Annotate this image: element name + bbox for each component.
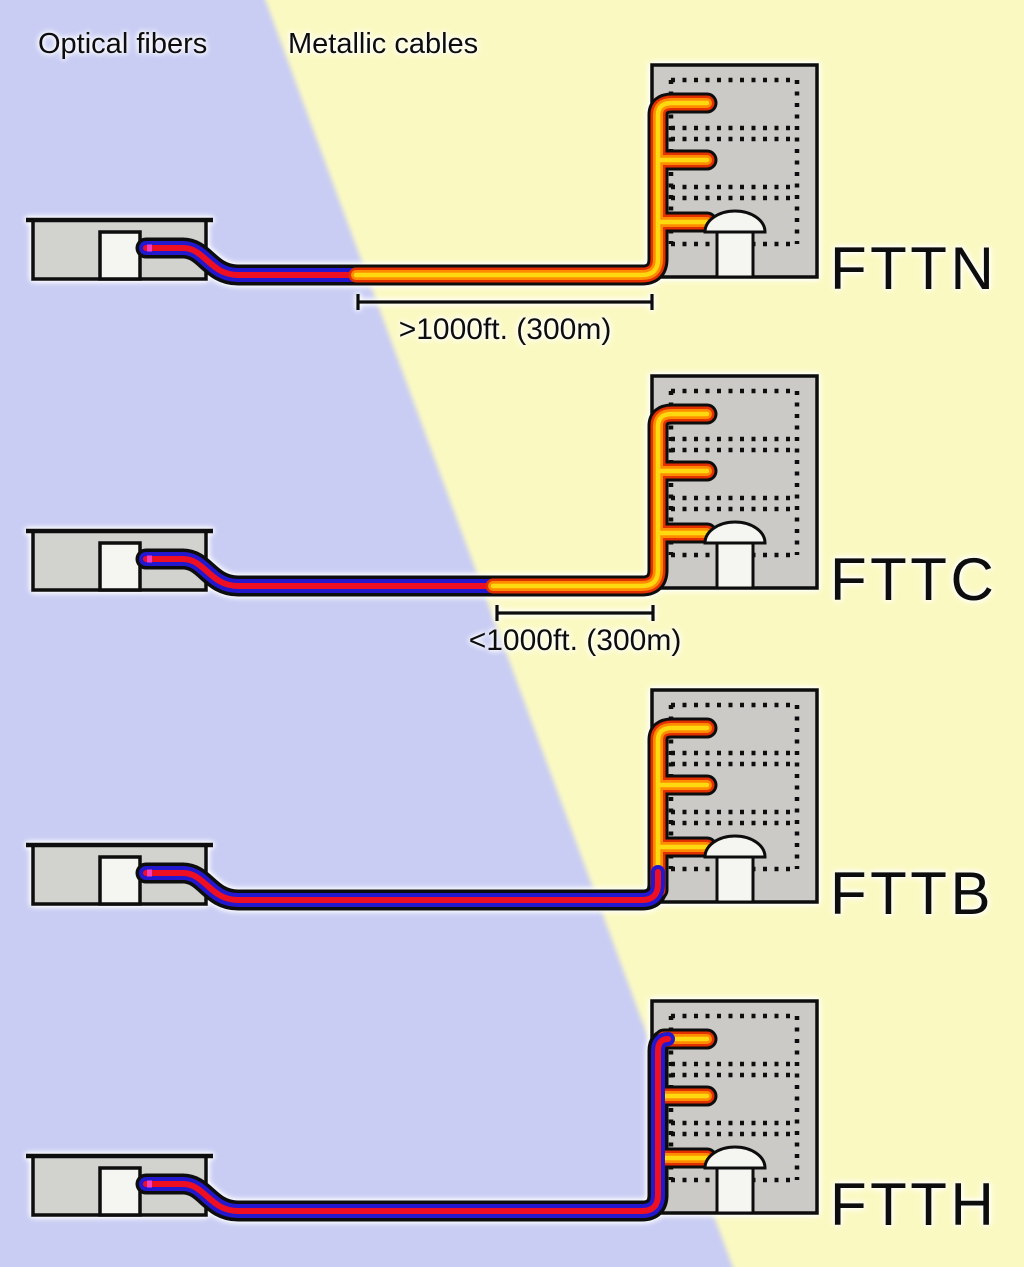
distance-label: <1000ft. (300m) [469,624,682,657]
row-label-fttc: FTTC [830,546,997,613]
office-door [98,855,142,906]
fiber-core [143,556,502,589]
row-fttc: <1000ft. (300m) FTTC [26,374,997,657]
door-panel [715,855,755,904]
building-door [703,834,767,904]
door-dome [703,1145,767,1170]
door-panel [715,230,755,279]
distance-marker-fttc: <1000ft. (300m) [469,605,682,657]
door-dome [703,834,767,859]
metallic-cables-label: Metallic cables [288,28,478,60]
row-label-fttb: FTTB [830,860,994,927]
building-door [703,520,767,590]
row-label-ftth: FTTH [830,1171,997,1238]
door-dome [703,209,767,234]
copper-core [353,100,710,278]
central-office-building [26,842,213,906]
fiber-core [143,245,365,278]
door-dome [703,520,767,545]
door-panel [715,1166,755,1215]
row-fttn: >1000ft. (300m) FTTN [26,63,997,346]
building-door [703,209,767,279]
row-fttb: FTTB [26,688,994,927]
distance-label: >1000ft. (300m) [399,313,612,346]
door-panel [715,541,755,590]
row-ftth: FTTH [26,999,997,1238]
metallic-cables-region [265,0,1024,1267]
fiber-core [143,1036,671,1214]
office-door [98,541,142,592]
copper-core [490,411,710,589]
region-headers: Optical fibers Metallic cables [38,28,478,60]
optical-fibers-label: Optical fibers [38,28,207,60]
distance-marker-fttn: >1000ft. (300m) [356,294,654,346]
fiber-core [143,869,661,903]
distance-bracket [356,294,654,310]
row-label-fttn: FTTN [830,235,997,302]
office-door [98,230,142,281]
copper-core [655,725,710,893]
central-office-building [26,1153,213,1217]
building-door [703,1145,767,1215]
distance-bracket [495,605,655,621]
office-door [98,1166,142,1217]
